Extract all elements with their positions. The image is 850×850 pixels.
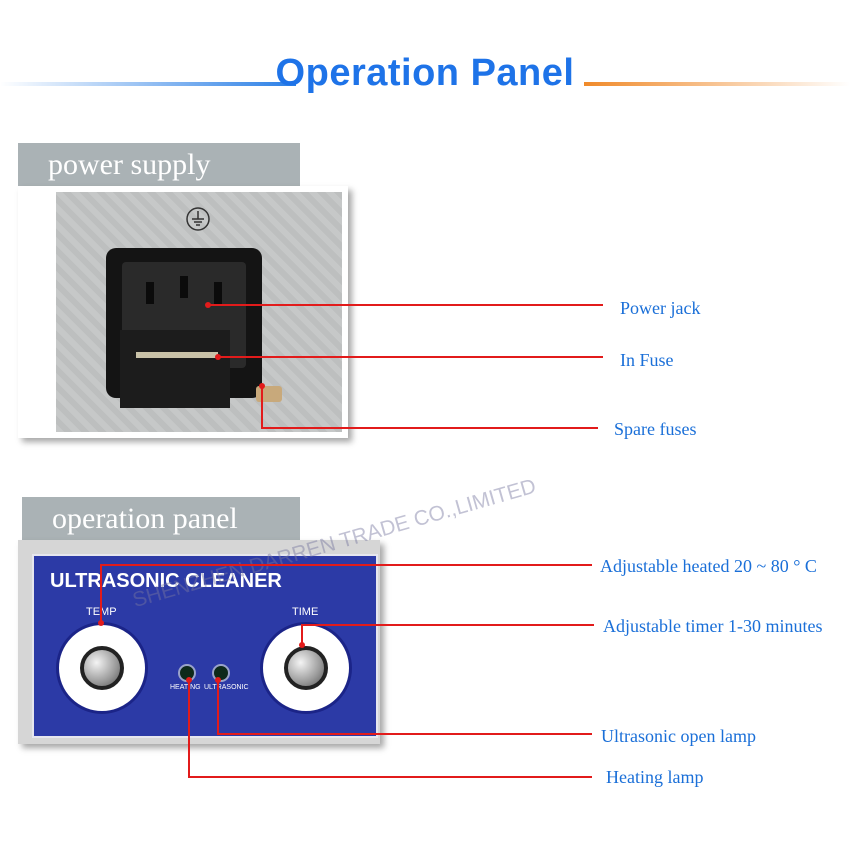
leader-dot [215,677,221,683]
header-rule-right [584,82,850,86]
callout-heating-lamp: Heating lamp [606,767,704,787]
section-tab-operation-panel: operation panel [22,497,300,541]
in-fuse [136,352,218,358]
callout-adjustable-heated: Adjustable heated 20 ~ 80 ° C [600,556,817,576]
time-label: TIME [292,606,319,618]
leader-dot [186,677,192,683]
page-title: Operation Panel [275,52,575,94]
socket-pin [180,276,188,298]
metal-plate [56,192,342,432]
leader-heated [100,564,592,623]
leader-dot [215,354,221,360]
power-supply-photo [18,186,348,438]
callout-adjustable-timer: Adjustable timer 1-30 minutes [603,616,823,636]
leader-dot [299,642,305,648]
callout-power-jack: Power jack [620,298,701,318]
leader-timer [301,624,594,645]
ground-symbol-icon [186,207,210,231]
leader-heating-lamp [188,680,592,778]
callout-in-fuse: In Fuse [620,350,674,370]
leader-dot [205,302,211,308]
temp-knob[interactable] [80,646,124,690]
header-rule-left [0,82,296,86]
heating-lamp-label: HEATING [170,684,201,691]
callout-ultrasonic-lamp: Ultrasonic open lamp [601,726,756,746]
time-knob[interactable] [284,646,328,690]
socket-pin [214,282,222,304]
temp-dial[interactable] [56,622,148,714]
leader-dot [259,383,265,389]
leader-dot [98,620,104,626]
section-tab-power-supply: power supply [18,143,300,187]
control-panel: ULTRASONIC CLEANER TEMP TIME HEATING ULT… [32,554,378,738]
leader-ultrasonic-lamp [217,680,592,735]
ultrasonic-lamp-label: ULTRASONIC [204,684,249,691]
operation-panel-photo: ULTRASONIC CLEANER TEMP TIME HEATING ULT… [18,540,380,744]
socket-pin [146,282,154,304]
panel-title: ULTRASONIC CLEANER [50,570,282,592]
fuse-holder [120,330,230,408]
leader-spare-fuses [261,386,598,429]
time-dial[interactable] [260,622,352,714]
callout-spare-fuses: Spare fuses [614,419,697,439]
